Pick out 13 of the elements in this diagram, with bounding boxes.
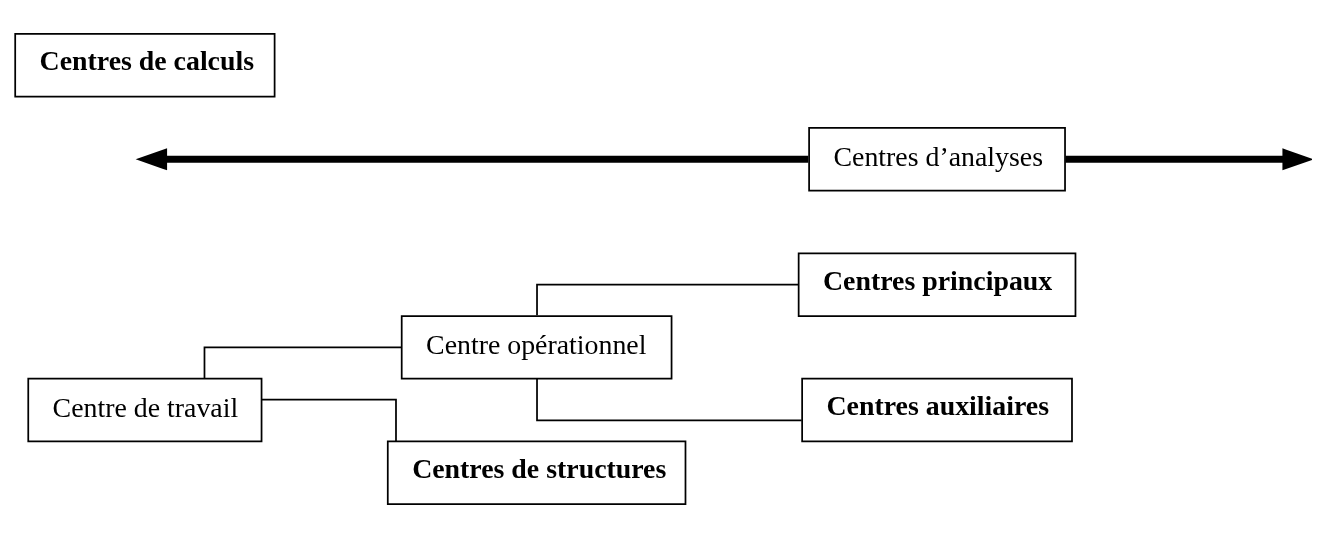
node-box: Centres de structures [386,440,687,505]
connector [260,398,397,442]
node-box: Centre opérationnel [400,314,673,380]
node-box: Centres auxiliaires [801,377,1073,442]
arrow [1065,147,1312,170]
connector [536,283,800,316]
node-box: Centres de calculs [14,32,276,97]
node-box: Centres d’analyses [808,126,1066,191]
arrow [135,147,809,170]
node-box: Centre de travail [27,377,263,442]
node-box: Centres principaux [797,251,1077,317]
connector [203,346,403,379]
connector [536,377,803,421]
